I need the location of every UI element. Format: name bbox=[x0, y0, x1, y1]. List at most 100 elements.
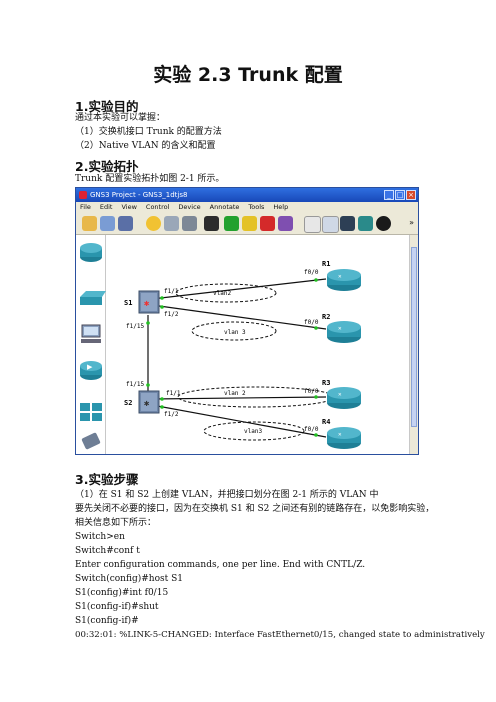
switch-s1[interactable]: ✱ bbox=[138, 290, 160, 314]
device-palette: ▶ bbox=[76, 235, 106, 454]
svg-text:▶: ▶ bbox=[87, 363, 93, 371]
paragraph-line: Switch(config)#host S1 bbox=[75, 574, 183, 584]
router-r1[interactable]: ✕ bbox=[327, 269, 361, 291]
port-dot bbox=[146, 383, 150, 387]
router-r4[interactable]: ✕ bbox=[327, 427, 361, 449]
maximize-icon[interactable]: □ bbox=[395, 190, 405, 200]
paragraph-line: S1(config-if)# bbox=[75, 616, 139, 626]
cloud-palette-icon[interactable] bbox=[81, 432, 101, 450]
port-label: f1/2 bbox=[164, 411, 179, 418]
switch-s2[interactable]: ✱ bbox=[138, 390, 160, 414]
port-dot bbox=[160, 296, 164, 300]
stop-icon[interactable] bbox=[260, 216, 275, 231]
open-folder-icon[interactable] bbox=[100, 216, 115, 231]
zoom-icon[interactable] bbox=[376, 216, 391, 231]
paragraph-line: Enter configuration commands, one per li… bbox=[75, 560, 366, 570]
port-dot bbox=[160, 397, 164, 401]
new-project-icon[interactable] bbox=[82, 216, 97, 231]
save-icon[interactable] bbox=[118, 216, 133, 231]
vlan-ellipse bbox=[191, 321, 277, 341]
pc-palette-icon[interactable] bbox=[81, 324, 101, 343]
section-heading-topology: 2.实验拓扑 bbox=[75, 159, 139, 174]
label-r3: R3 bbox=[322, 379, 330, 387]
paragraph-line: 通过本实验可以掌握： bbox=[75, 113, 166, 123]
link-s1-r1[interactable] bbox=[151, 278, 327, 300]
toolbar: » bbox=[76, 213, 418, 235]
page-title: 实验 2.3 Trunk 配置 bbox=[153, 64, 343, 86]
pause-icon[interactable] bbox=[242, 216, 257, 231]
label-s2: S2 bbox=[124, 399, 132, 407]
port-label: f1/2 bbox=[164, 311, 179, 318]
vlan-ellipse bbox=[203, 421, 305, 441]
rectangle-icon[interactable] bbox=[340, 216, 355, 231]
svg-text:✱: ✱ bbox=[144, 399, 150, 409]
label-r1: R1 bbox=[322, 260, 330, 268]
port-dot bbox=[314, 395, 318, 399]
switch-palette-icon[interactable] bbox=[80, 291, 106, 305]
router-palette-icon[interactable] bbox=[80, 243, 102, 262]
start-icon[interactable] bbox=[224, 216, 239, 231]
port-dot bbox=[314, 433, 318, 437]
gns3-window: GNS3 Project - GNS3_1dtjs8 _ □ × File Ed… bbox=[75, 187, 419, 455]
port-label: f1/15 bbox=[126, 323, 144, 330]
vlan-ellipse bbox=[175, 283, 277, 303]
port-label: f0/0 bbox=[304, 426, 319, 433]
port-label: f0/0 bbox=[304, 269, 319, 276]
menu-view[interactable]: View bbox=[121, 203, 137, 211]
paragraph-line: Switch#conf t bbox=[75, 546, 140, 556]
menu-device[interactable]: Device bbox=[178, 203, 201, 211]
menu-bar: File Edit View Control Device Annotate T… bbox=[76, 202, 418, 213]
paragraph-line: S1(config-if)#shut bbox=[75, 602, 159, 612]
label-s1: S1 bbox=[124, 299, 132, 307]
paragraph-line: （1）交换机接口 Trunk 的配置方法 bbox=[75, 127, 222, 137]
vlan-label: vlan2 bbox=[213, 290, 231, 297]
console-icon[interactable] bbox=[204, 216, 219, 231]
settings-icon[interactable] bbox=[182, 216, 197, 231]
label-r2: R2 bbox=[322, 313, 330, 321]
vertical-scrollbar[interactable] bbox=[409, 235, 418, 454]
svg-text:✕: ✕ bbox=[338, 325, 342, 332]
hub-palette-icon[interactable]: ▶ bbox=[80, 361, 102, 380]
minimize-icon[interactable]: _ bbox=[384, 190, 394, 200]
paragraph-line: Switch>en bbox=[75, 532, 125, 542]
capture-icon[interactable] bbox=[278, 216, 293, 231]
port-label: f1/1 bbox=[164, 288, 179, 295]
menu-file[interactable]: File bbox=[80, 203, 91, 211]
router-r3[interactable]: ✕ bbox=[327, 387, 361, 409]
paragraph-line: （2）Native VLAN 的含义和配置 bbox=[75, 141, 216, 151]
menu-control[interactable]: Control bbox=[145, 203, 170, 211]
note-icon[interactable] bbox=[304, 216, 321, 233]
picture-icon[interactable] bbox=[322, 216, 339, 233]
port-dot bbox=[160, 405, 164, 409]
ellipse-icon[interactable] bbox=[358, 216, 373, 231]
section-heading-steps: 3.实验步骤 bbox=[75, 472, 139, 487]
svg-text:✕: ✕ bbox=[338, 273, 342, 280]
snapshot-icon[interactable] bbox=[146, 216, 161, 231]
section-heading-purpose: 1.实验目的 bbox=[75, 99, 139, 114]
port-label: f1/15 bbox=[126, 381, 144, 388]
menu-edit[interactable]: Edit bbox=[99, 203, 113, 211]
port-dot bbox=[314, 278, 318, 282]
link-s2-r3[interactable] bbox=[151, 396, 327, 400]
port-dot bbox=[146, 321, 150, 325]
svg-text:✕: ✕ bbox=[338, 391, 342, 398]
more-icon[interactable]: » bbox=[409, 218, 414, 227]
atm-palette-icon[interactable] bbox=[80, 403, 102, 421]
paragraph-line: 要先关闭不必要的接口，因为在交换机 S1 和 S2 之间还有别的链路存在，以免影… bbox=[75, 504, 435, 514]
port-label: f1/1 bbox=[166, 390, 181, 397]
svg-text:✕: ✕ bbox=[338, 431, 342, 438]
topology-canvas: ✕ ✕ ✕ ✕ bbox=[106, 235, 411, 454]
links-icon[interactable] bbox=[164, 216, 179, 231]
paragraph-line: 相关信息如下所示： bbox=[75, 518, 157, 528]
menu-help[interactable]: Help bbox=[273, 203, 289, 211]
menu-annotate[interactable]: Annotate bbox=[209, 203, 240, 211]
paragraph-line: S1(config)#int f0/15 bbox=[75, 588, 169, 598]
paragraph-line: Trunk 配置实验拓扑如图 2-1 所示。 bbox=[75, 174, 225, 184]
router-r2[interactable]: ✕ bbox=[327, 321, 361, 343]
close-icon[interactable]: × bbox=[406, 190, 416, 200]
scrollbar-thumb[interactable] bbox=[411, 247, 417, 427]
link-s2-r4[interactable] bbox=[151, 404, 327, 438]
link-s1-r2[interactable] bbox=[151, 304, 327, 330]
menu-tools[interactable]: Tools bbox=[248, 203, 265, 211]
